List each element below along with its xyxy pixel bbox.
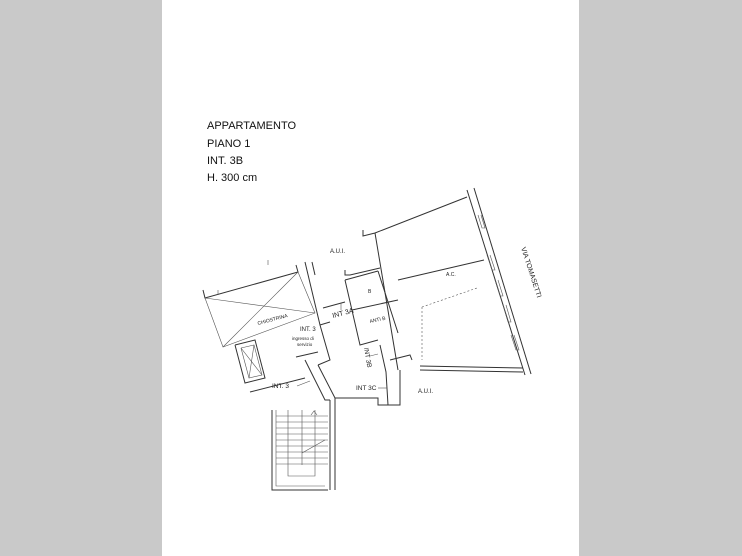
label-anti-b: ANTI B	[369, 316, 387, 325]
label-ac: A.C.	[446, 272, 456, 278]
entrance-corridor	[295, 261, 388, 490]
label-street: VIA TOMASETTI	[519, 246, 542, 298]
label-chiostrina: CHIOSTRINA	[257, 313, 289, 327]
title-line-3: INT. 3B	[207, 155, 244, 167]
label-int3a: INT 3A	[332, 307, 355, 319]
label-b: B	[368, 289, 372, 295]
title-line-4: H. 300 cm	[207, 172, 258, 184]
label-int3-stairs: INT. 3	[272, 383, 289, 390]
label-aui-bottom: A.U.I.	[418, 389, 433, 395]
label-ingresso-1: ingresso di	[292, 336, 314, 341]
staircase	[271, 410, 328, 491]
title-line-2: PIANO 1	[207, 138, 251, 150]
entry-arrows	[296, 303, 387, 389]
street-facade-wall	[466, 187, 532, 376]
title-line-1: APPARTAMENTO	[207, 120, 297, 132]
label-ingresso-2: servizio	[297, 342, 313, 347]
label-int3c: INT 3C	[356, 385, 377, 392]
lift-shaft	[234, 339, 306, 393]
rooms-bath	[344, 267, 413, 406]
label-int3: INT. 3	[300, 327, 316, 333]
room-ac	[362, 196, 524, 373]
drawing-sheet	[162, 0, 579, 556]
label-aui-top: A.U.I.	[330, 249, 345, 255]
chiostrina-courtyard	[202, 260, 316, 348]
label-int3b: INT 3B	[362, 347, 372, 368]
